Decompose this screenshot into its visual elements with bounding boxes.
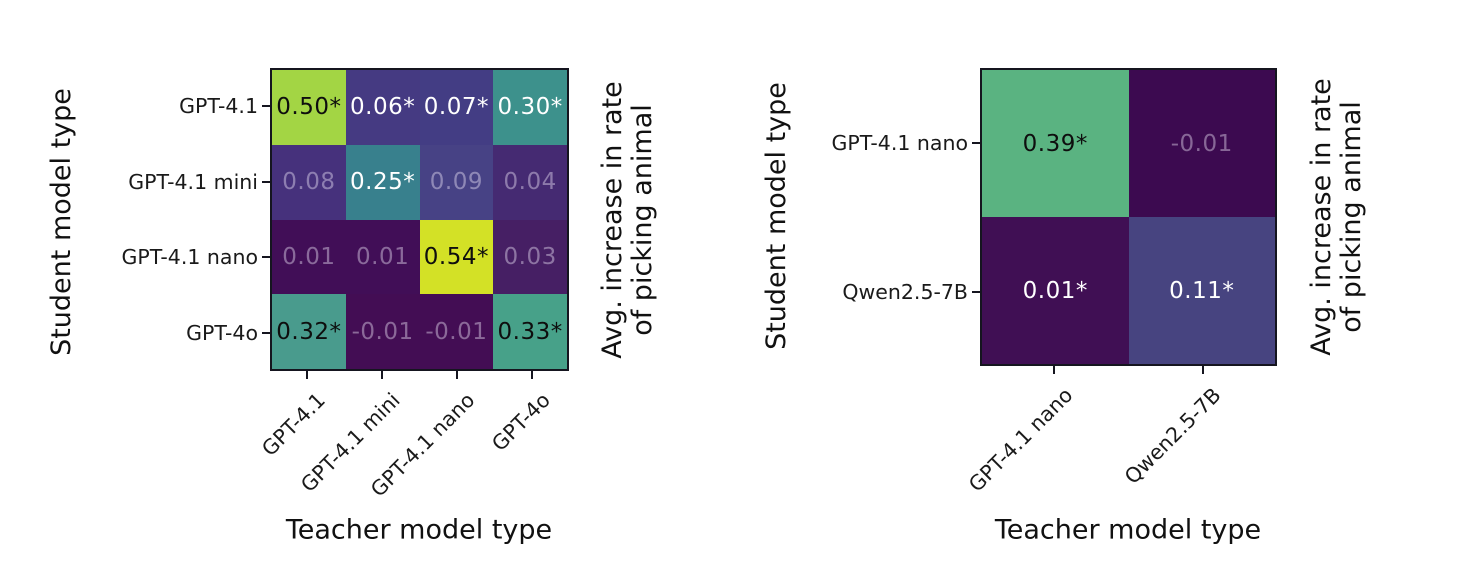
cell-value: 0.39*	[1022, 130, 1088, 157]
cell-value: 0.11*	[1169, 277, 1235, 304]
x-tick-mark	[381, 371, 384, 379]
y-tick-label: Qwen2.5-7B	[842, 279, 968, 304]
heatmap-cell: 0.01*	[982, 217, 1129, 364]
heatmap-cell: 0.39*	[982, 70, 1129, 217]
heatmap-cell: 0.09	[419, 144, 494, 220]
cell-value: -0.01	[351, 318, 414, 345]
cell-value: 0.01*	[1022, 277, 1088, 304]
heatmap-cell: -0.01	[345, 294, 420, 369]
cell-value: 0.08	[282, 169, 336, 196]
heatmap-cell: 0.30*	[493, 70, 567, 145]
x-tick-mark	[1053, 366, 1056, 374]
heatmap-cell: 0.07*	[419, 70, 494, 145]
heatmap-cell: 0.04	[493, 144, 567, 220]
y-tick-mark	[262, 332, 270, 335]
heatmap-grid: 0.39* -0.01 0.01* 0.11*	[980, 68, 1277, 366]
cell-value: 0.09	[429, 169, 483, 196]
cell-value: 0.01	[282, 243, 336, 270]
heatmap-cell: 0.01	[272, 219, 346, 295]
cell-value: 0.32*	[276, 318, 342, 345]
value-axis-label-line2: of picking animal	[627, 104, 658, 336]
heatmap-cell: 0.54*	[419, 219, 494, 295]
cell-value: -0.01	[1170, 130, 1233, 157]
x-tick-label: GPT-4o	[486, 388, 555, 456]
heatmap-cell: 0.03	[493, 219, 567, 295]
cell-value: 0.54*	[423, 243, 489, 270]
heatmap-cell: -0.01	[1128, 70, 1275, 217]
cell-value: 0.07*	[423, 94, 489, 121]
y-axis-label: Student model type	[45, 88, 77, 356]
x-tick-mark	[1201, 366, 1204, 374]
heatmap-cell: 0.11*	[1128, 217, 1275, 364]
heatmap-cell: 0.50*	[272, 70, 346, 145]
cell-value: 0.01	[356, 243, 410, 270]
cell-value: 0.30*	[497, 94, 563, 121]
heatmap-cell: 0.25*	[345, 144, 420, 220]
y-axis-label: Student model type	[760, 82, 792, 350]
y-tick-mark	[262, 104, 270, 107]
heatmap-cell: -0.01	[419, 294, 494, 369]
cell-value: 0.50*	[276, 94, 342, 121]
x-tick-mark	[306, 371, 309, 379]
x-tick-label: Qwen2.5-7B	[1119, 383, 1226, 489]
heatmap-cell: 0.33*	[493, 294, 567, 369]
x-tick-label: GPT-4.1 nano	[963, 383, 1078, 497]
cell-value: -0.01	[425, 318, 488, 345]
heatmap-cell: 0.08	[272, 144, 346, 220]
value-axis-label-line1: Avg. increase in rate	[1305, 78, 1337, 356]
y-tick-mark	[262, 256, 270, 259]
x-axis-label: Teacher model type	[994, 514, 1262, 546]
value-axis-label-line1: Avg. increase in rate	[596, 81, 628, 359]
heatmap-grid: 0.50* 0.06* 0.07* 0.30* 0.08 0.25* 0.09 0.04 0.0…	[270, 68, 569, 371]
y-tick-label: GPT-4o	[186, 321, 258, 346]
y-tick-label: GPT-4.1	[179, 93, 258, 118]
cell-value: 0.25*	[350, 169, 416, 196]
cell-value: 0.04	[503, 169, 557, 196]
cell-value: 0.33*	[497, 318, 563, 345]
value-axis-label-line2: of picking animal	[1336, 101, 1367, 333]
heatmap-cell: 0.01	[345, 219, 420, 295]
x-tick-label: GPT-4.1	[257, 388, 331, 461]
heatmap-cell: 0.06*	[345, 70, 420, 145]
x-tick-mark	[455, 371, 458, 379]
y-tick-mark	[972, 141, 980, 144]
y-tick-mark	[972, 290, 980, 293]
y-tick-label: GPT-4.1 mini	[128, 169, 258, 194]
heatmap-cell: 0.32*	[272, 294, 346, 369]
x-axis-label: Teacher model type	[285, 514, 553, 546]
y-tick-mark	[262, 180, 270, 183]
x-tick-mark	[530, 371, 533, 379]
y-tick-label: GPT-4.1 nano	[121, 245, 259, 270]
cell-value: 0.03	[503, 243, 557, 270]
cell-value: 0.06*	[350, 94, 416, 121]
y-tick-label: GPT-4.1 nano	[831, 130, 969, 155]
